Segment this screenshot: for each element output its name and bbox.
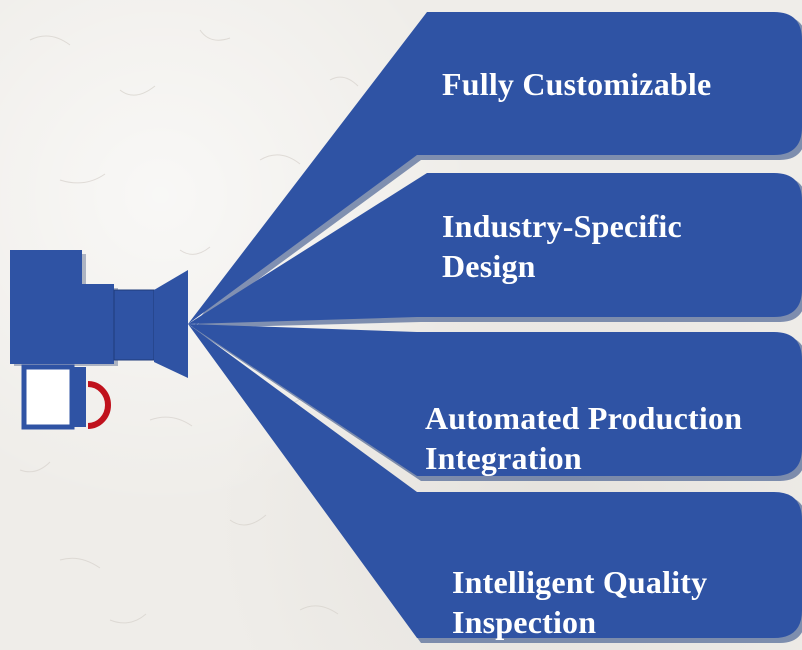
panel-industry-specific-design bbox=[188, 173, 802, 324]
item-label-line: Intelligent Quality bbox=[452, 564, 708, 600]
item-label-line: Fully Customizable bbox=[442, 66, 712, 102]
item-label-automated-production-integration: Automated Production Integration bbox=[425, 398, 742, 478]
item-label-line: Automated Production bbox=[425, 400, 743, 436]
item-label-line: Integration bbox=[425, 440, 582, 476]
item-label-line: Design bbox=[442, 248, 536, 284]
panel-fully-customizable bbox=[188, 12, 802, 324]
video-camera-icon bbox=[10, 250, 188, 430]
item-label-intelligent-quality-inspection: Intelligent Quality Inspection bbox=[452, 562, 707, 642]
item-label-line: Inspection bbox=[452, 604, 597, 640]
panel-automated-production-integration bbox=[188, 324, 802, 476]
item-label-fully-customizable: Fully Customizable bbox=[442, 64, 711, 104]
item-label-industry-specific-design: Industry-Specific Design bbox=[442, 206, 682, 286]
item-label-line: Industry-Specific bbox=[442, 208, 682, 244]
panel-intelligent-quality-inspection bbox=[188, 324, 802, 638]
